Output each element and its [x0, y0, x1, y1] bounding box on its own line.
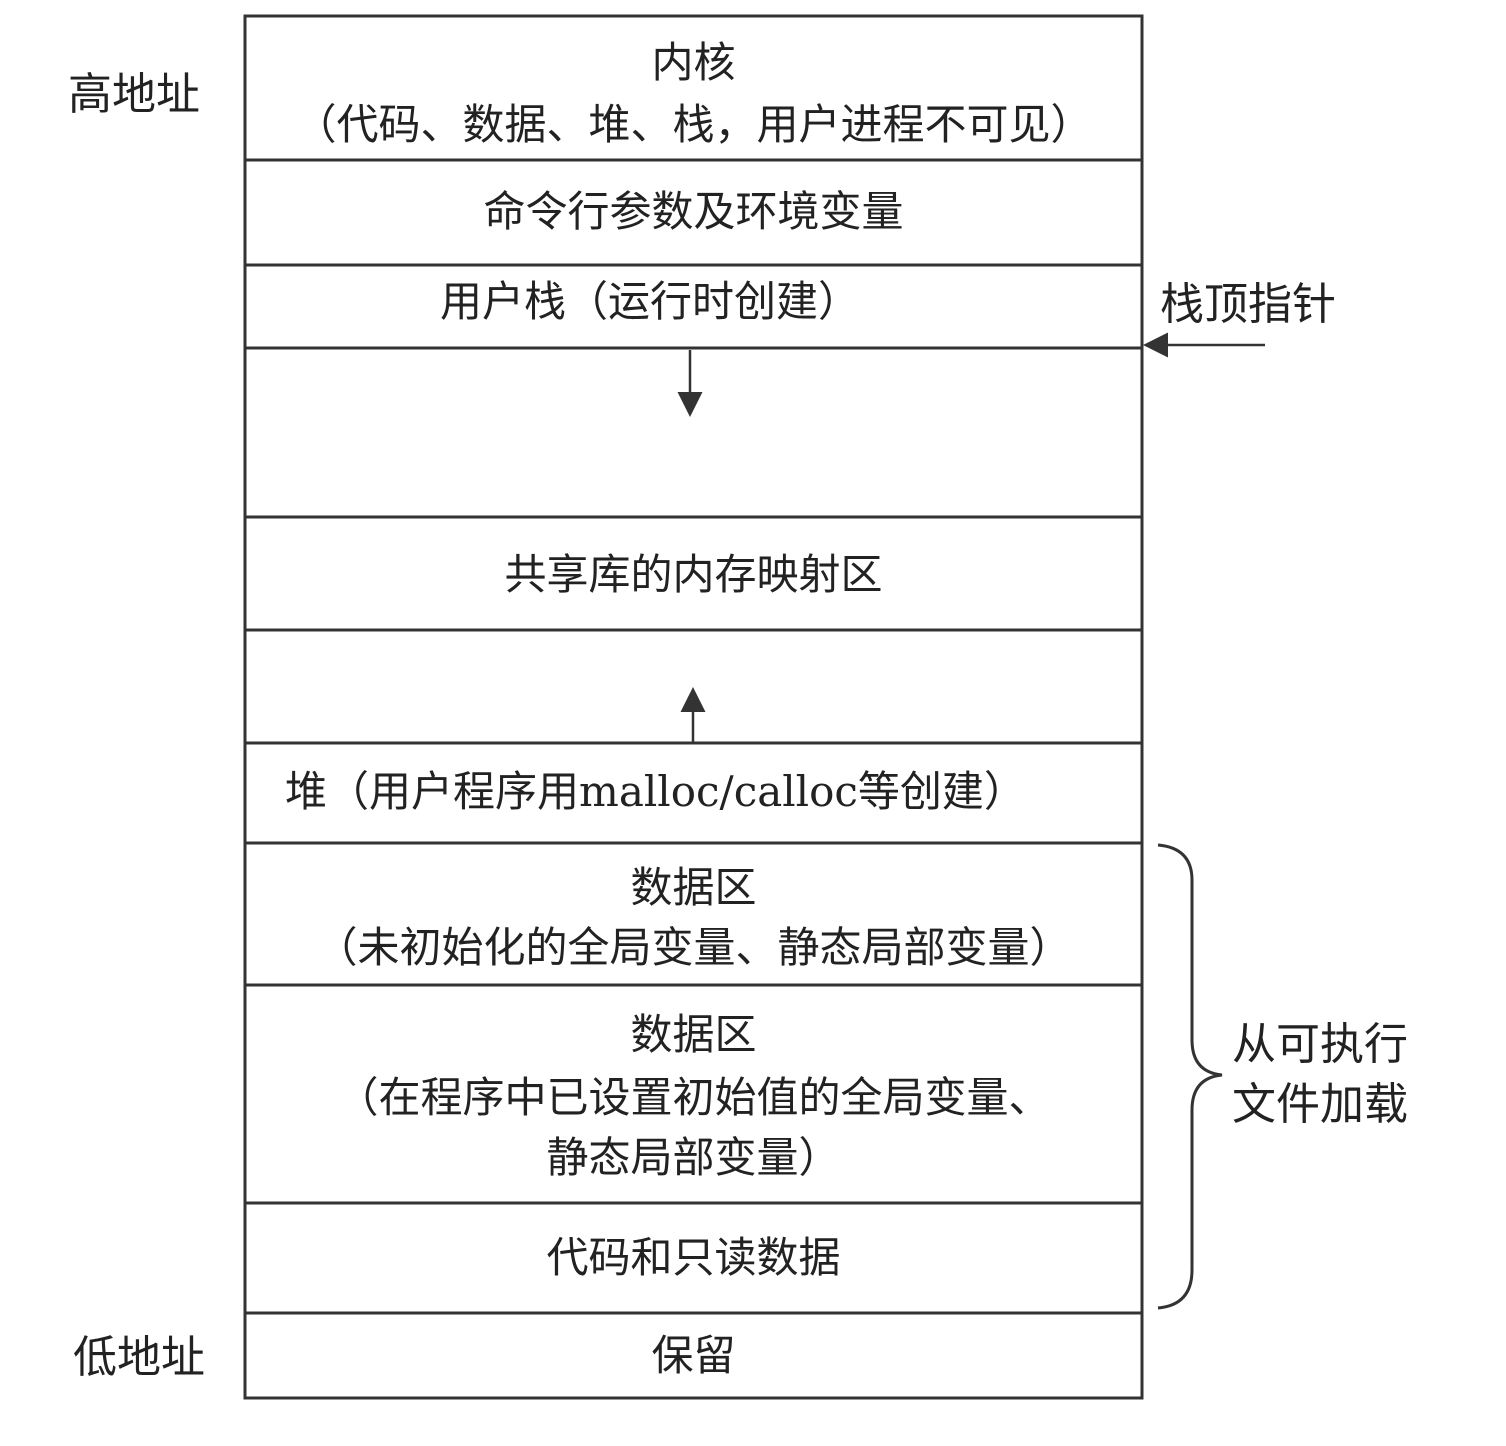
shared-libs-title: 共享库的内存映射区 — [504, 550, 883, 599]
memory-box — [243, 14, 1144, 1400]
kernel-note: （代码、数据、堆、栈，用户进程不可见） — [294, 100, 1093, 149]
heap-title: 堆（用户程序用malloc/calloc等创建） — [285, 767, 1026, 816]
reserved-title: 保留 — [651, 1331, 736, 1380]
data-note-line1: （在程序中已设置初始值的全局变量、 — [336, 1073, 1051, 1122]
user-stack-title: 用户栈（运行时创建） — [440, 277, 861, 326]
data-note-line2: 静态局部变量） — [546, 1133, 841, 1182]
loaded-label-line1: 从可执行 — [1232, 1019, 1408, 1070]
data-title: 数据区 — [630, 1010, 757, 1059]
segment-dividers — [245, 158, 1142, 1315]
low-address-label: 低地址 — [73, 1332, 205, 1383]
loaded-from-executable-brace — [1157, 843, 1223, 1310]
text-segment-title: 代码和只读数据 — [546, 1233, 841, 1282]
bss-title: 数据区 — [630, 863, 757, 912]
args-env-title: 命令行参数及环境变量 — [483, 187, 904, 236]
kernel-title: 内核 — [651, 38, 736, 87]
stack-pointer-label: 栈顶指针 — [1160, 279, 1336, 330]
loaded-label-line2: 文件加载 — [1232, 1079, 1408, 1130]
high-address-label: 高地址 — [68, 69, 200, 120]
bss-note: （未初始化的全局变量、静态局部变量） — [315, 923, 1072, 972]
